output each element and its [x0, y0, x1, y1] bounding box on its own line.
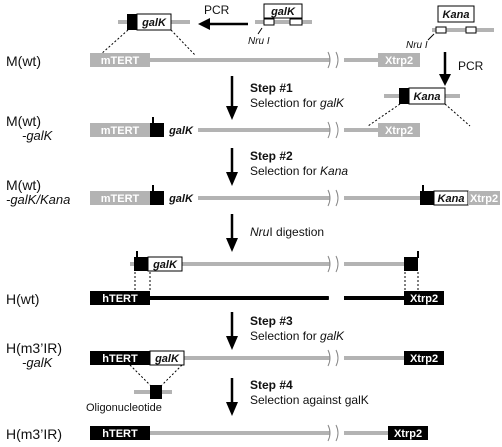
row-m-wt-galk-kana: M(wt) -galK/Kana mTERT galK Kana Xtrp2	[6, 177, 500, 207]
oligonucleotide: Oligonucleotide	[86, 364, 183, 414]
row-m-wt-galk-sub: -galK	[22, 128, 54, 143]
row-m-wt-galk-kana-kana: Kana	[438, 193, 465, 205]
step-1: Step #1 Selection for galK	[226, 76, 345, 120]
row-m-wt-galk-kana-sub: -galK/Kana	[6, 192, 70, 207]
primer-left	[263, 18, 275, 26]
nru-label-right: Nru I	[406, 40, 428, 51]
step-2-text: Selection for Kana	[250, 164, 348, 178]
row-m-wt: M(wt) mTERT Xtrp2	[6, 51, 420, 69]
row-h-m3ir-left-box: hTERT	[102, 428, 138, 440]
galk-product-label: galK	[141, 17, 167, 29]
galk-fragment-insert: galK	[152, 259, 178, 271]
oligo-label: Oligonucleotide	[86, 402, 162, 414]
pcr-label-left: PCR	[204, 3, 230, 17]
row-m-wt-galk-kana-left-box: mTERT	[101, 193, 140, 205]
step-nru-digestion: NruI digestion	[226, 214, 324, 252]
kana-product-label: Kana	[414, 91, 441, 103]
row-m-wt-name: M(wt)	[6, 53, 41, 69]
row-h-wt-right-box: Xtrp2	[410, 293, 438, 305]
step-1-title: Step #1	[250, 81, 293, 95]
row-h-wt-name: H(wt)	[6, 291, 39, 307]
step-2-title: Step #2	[250, 149, 293, 163]
row-m-wt-galk: M(wt) -galK mTERT galK Xtrp2	[6, 113, 420, 143]
row-m-wt-galk-name: M(wt)	[6, 113, 41, 129]
step-4-text: Selection against galK	[250, 393, 369, 407]
step-4-title: Step #4	[250, 378, 293, 392]
row-m-wt-galk-kana-insert: galK	[168, 193, 194, 205]
kana-pcr-product: Kana	[367, 87, 471, 127]
galk-pcr-product: galK	[99, 13, 196, 56]
step-nru-text: NruI digestion	[250, 225, 324, 239]
row-m-wt-galk-insert: galK	[168, 125, 194, 137]
galk-fragment: galK	[130, 251, 419, 290]
pcr-arrow-down: PCR	[439, 52, 484, 86]
primer-right	[289, 18, 303, 26]
row-m-wt-left-box: mTERT	[101, 55, 140, 67]
row-m-wt-galk-kana-name: M(wt)	[6, 177, 41, 193]
row-m-wt-galk-left-box: mTERT	[101, 125, 140, 137]
row-h-wt-left-box: hTERT	[102, 293, 138, 305]
step-4: Step #4 Selection against galK	[226, 378, 369, 416]
row-h-m3ir-galk-left-box: hTERT	[102, 353, 138, 365]
pcr-label-right: PCR	[458, 59, 484, 73]
row-m-wt-galk-kana-right-box: Xtrp2	[470, 193, 498, 205]
nru-label-left: Nru I	[248, 36, 270, 47]
row-h-m3ir-galk: H(m3’IR) -galK hTERT galK Xtrp2	[6, 340, 444, 370]
row-h-wt: H(wt) hTERT Xtrp2	[6, 289, 444, 307]
step-2: Step #2 Selection for Kana	[226, 148, 348, 186]
row-h-m3ir-galk-right-box: Xtrp2	[410, 353, 438, 365]
galk-template: galK Nru I	[248, 3, 312, 47]
row-m-wt-right-box: Xtrp2	[385, 55, 413, 67]
kana-template-label: Kana	[443, 9, 470, 21]
galk-template-label: galK	[270, 6, 296, 18]
row-h-m3ir-galk-insert: galK	[154, 353, 180, 365]
step-3: Step #3 Selection for galK	[226, 312, 345, 350]
step-1-text: Selection for galK	[250, 96, 345, 110]
step-3-title: Step #3	[250, 314, 293, 328]
row-h-m3ir-name: H(m3’IR)	[6, 426, 62, 442]
step-3-text: Selection for galK	[250, 329, 345, 343]
row-h-m3ir: H(m3’IR) hTERT Xtrp2	[6, 424, 428, 442]
row-h-m3ir-galk-sub: -galK	[22, 355, 54, 370]
kana-template: Kana Nru I	[406, 5, 494, 51]
pcr-arrow-left: PCR	[198, 3, 248, 30]
row-h-m3ir-galk-name: H(m3’IR)	[6, 340, 62, 356]
row-h-m3ir-right-box: Xtrp2	[394, 428, 422, 440]
row-m-wt-galk-right-box: Xtrp2	[385, 125, 413, 137]
